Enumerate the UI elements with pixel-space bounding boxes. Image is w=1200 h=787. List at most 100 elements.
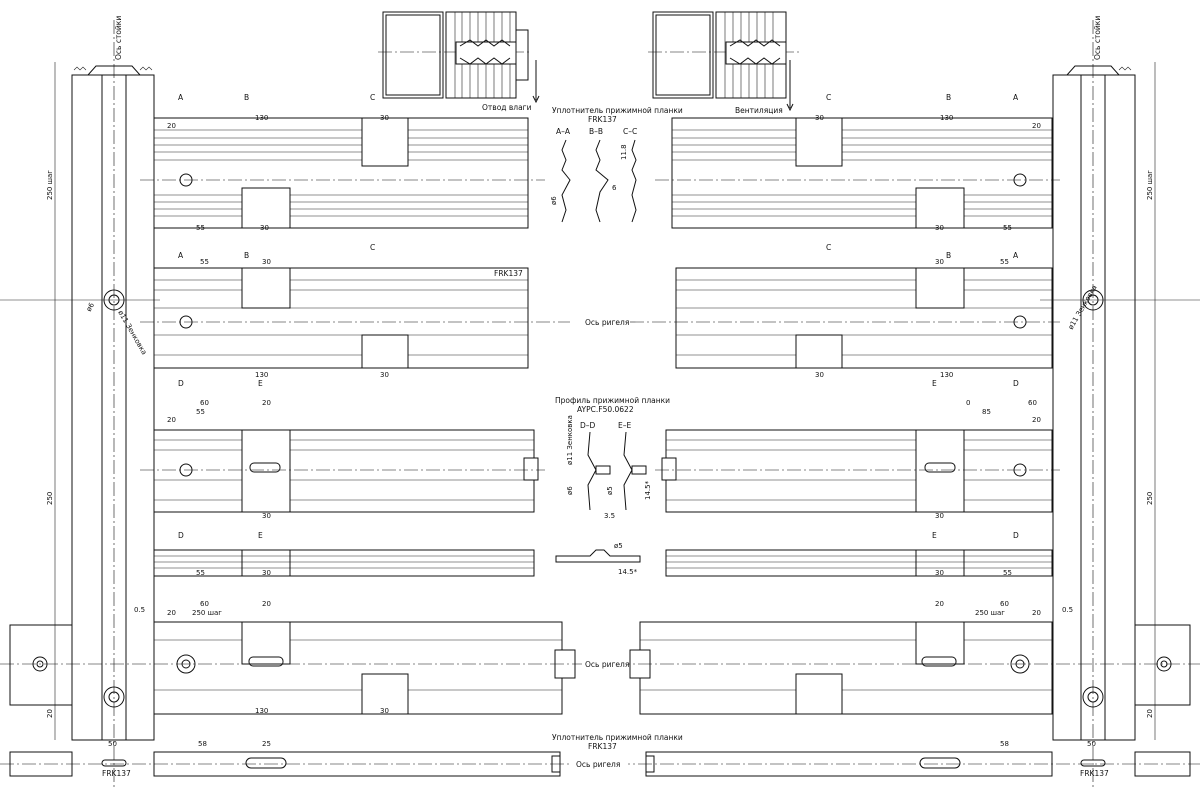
dim-dia5-ee: ø5 bbox=[606, 486, 614, 495]
dim-35: 3.5 bbox=[604, 512, 615, 520]
dim-130-r1l: 130 bbox=[255, 114, 268, 122]
bottom-rail-left: 50 58 25 FRK137 bbox=[9, 740, 561, 778]
dim-250-step-right: 250 шаг bbox=[1146, 170, 1154, 200]
dim-30-r5l: 30 bbox=[380, 707, 389, 715]
dim-30-r2r: 30 bbox=[935, 258, 944, 266]
top-left-section-detail: Отвод влаги bbox=[378, 11, 540, 112]
dim-30-r3r: 30 bbox=[935, 512, 944, 520]
dim-30-r2l: 30 bbox=[262, 258, 271, 266]
dim-20-r1l: 20 bbox=[167, 122, 176, 130]
sec-A-r1l: А bbox=[178, 93, 184, 102]
dim-20c-r5l: 20 bbox=[46, 709, 54, 718]
dim-130-r2r: 130 bbox=[940, 371, 953, 379]
clamp-profile-label: Профиль прижимной планки bbox=[555, 396, 670, 405]
dim-20-r5l: 20 bbox=[167, 609, 176, 617]
dim-05-r5r: 0.5 bbox=[1062, 606, 1073, 614]
top-right-section-detail: Вентиляция bbox=[648, 11, 800, 115]
rail-row-4-right: 30 55 bbox=[665, 549, 1053, 577]
rail-axis-label-r2: Ось ригеля bbox=[585, 318, 629, 327]
seal-code-bottom: FRK137 bbox=[588, 742, 617, 751]
sec-E-r3r: E bbox=[932, 379, 937, 388]
dim-145-ee: 14.5* bbox=[644, 480, 652, 500]
sec-E2-r3r: E bbox=[932, 531, 937, 540]
rail-row-1-left: 20 130 30 55 30 А В С С bbox=[140, 93, 545, 252]
left-mullion: Ось стойки 250 шаг 250 ø6 ø11 Зенковка bbox=[0, 16, 160, 787]
dim-130-r2l: 130 bbox=[255, 371, 268, 379]
dim-30-r4r: 30 bbox=[935, 569, 944, 577]
dim-250-left: 250 bbox=[46, 492, 54, 505]
sec-D-r3r: D bbox=[1013, 379, 1019, 388]
dim-20-r1r: 20 bbox=[1032, 122, 1041, 130]
seal-code-br: FRK137 bbox=[1080, 769, 1109, 778]
dim-30-r4l: 30 bbox=[262, 569, 271, 577]
rail-axis-label-r5: Ось ригеля bbox=[585, 660, 629, 669]
dim-55-r3l: 55 bbox=[196, 408, 205, 416]
rail-row-2-right: 30 55 30 130 В А bbox=[630, 251, 1060, 379]
sec-B-r2r: В bbox=[946, 251, 951, 260]
sec-B-r1l: В bbox=[244, 93, 249, 102]
dim-85-r3r: 85 bbox=[982, 408, 991, 416]
dim-30b-r1l: 30 bbox=[260, 224, 269, 232]
sec-DD: D–D bbox=[580, 421, 596, 430]
rail-row-3-right: 0 85 60 20 30 E D E D bbox=[655, 379, 1060, 540]
dim-60-r5l: 60 bbox=[200, 600, 209, 608]
sec-B-r2l: В bbox=[244, 251, 249, 260]
sec-C-r1r: С bbox=[826, 93, 831, 102]
dim-20c-r5r: 20 bbox=[1146, 709, 1154, 718]
dim-250-right: 250 bbox=[1146, 492, 1154, 505]
mullion-axis-label-left: Ось стойки bbox=[114, 16, 123, 60]
dim-6-cc: 6 bbox=[612, 184, 617, 192]
sec-A-r1r: А bbox=[1013, 93, 1019, 102]
dim-dia11-dd: ø11 Зенковка bbox=[566, 415, 574, 465]
dim-58-bl: 58 bbox=[198, 740, 207, 748]
sec-AA: А–А bbox=[556, 127, 571, 136]
seal-code-bl: FRK137 bbox=[102, 769, 131, 778]
dim-145-strip: 14.5* bbox=[618, 568, 638, 576]
dim-50-bl: 50 bbox=[108, 740, 117, 748]
dim-20b-r5l: 20 bbox=[262, 600, 271, 608]
dim-250-step-left: 250 шаг bbox=[46, 170, 54, 200]
dim-50-br: 50 bbox=[1087, 740, 1096, 748]
dim-130-r5l: 130 bbox=[255, 707, 268, 715]
dim-30-r1r: 30 bbox=[815, 114, 824, 122]
seal-code-top: FRK137 bbox=[588, 115, 617, 124]
sec-C2-r1l: С bbox=[370, 243, 375, 252]
sec-EE: E–E bbox=[618, 421, 631, 430]
dim-05-r5l: 0.5 bbox=[134, 606, 145, 614]
rail-row-1-right: 30 130 20 30 55 С В А С bbox=[655, 93, 1060, 252]
clamp-strip-section: ø5 14.5* bbox=[555, 542, 641, 576]
dim-60-r3l: 60 bbox=[200, 399, 209, 407]
seal-code-r2: FRK137 bbox=[494, 269, 523, 278]
dim-30-r3l: 30 bbox=[262, 512, 271, 520]
dim-58-br: 58 bbox=[1000, 740, 1009, 748]
sec-E2-r3l: E bbox=[258, 531, 263, 540]
sec-B-r1r: В bbox=[946, 93, 951, 102]
section-details-DD-EE: D–D E–E ø11 Зенковка ø6 ø5 14.5* 3.5 bbox=[566, 415, 652, 520]
dim-55-r1l: 55 bbox=[196, 224, 205, 232]
dim-dia6-dd: ø6 bbox=[566, 486, 574, 495]
dim-dia5-strip: ø5 bbox=[614, 542, 623, 550]
clamp-seal-label-top: Уплотнитель прижимной планки bbox=[552, 106, 683, 115]
dim-55-r2l: 55 bbox=[200, 258, 209, 266]
dim-30b-r2r: 30 bbox=[815, 371, 824, 379]
sec-A-r2l: А bbox=[178, 251, 184, 260]
ventilation-label: Вентиляция bbox=[735, 106, 783, 115]
dim-55-r4l: 55 bbox=[196, 569, 205, 577]
dim-0-r3r: 0 bbox=[966, 399, 970, 407]
dim-30-r1l: 30 bbox=[380, 114, 389, 122]
dim-20b-r5r: 20 bbox=[1032, 609, 1041, 617]
dim-dia11-left: ø11 Зенковка bbox=[116, 309, 148, 356]
sec-C2-r1r: С bbox=[826, 243, 831, 252]
sec-D2-r3r: D bbox=[1013, 531, 1019, 540]
dim-dia6-left: ø6 bbox=[85, 301, 97, 313]
transom-row-5-left: 0.5 20 60 250 шаг 20 130 30 20 bbox=[9, 600, 576, 718]
right-mullion: Ось стойки 250 шаг 250 ø11 Зенковка bbox=[1040, 16, 1200, 787]
transom-row-5-right: 20 250 шаг 60 20 0.5 20 bbox=[629, 600, 1191, 718]
sec-BB: В–В bbox=[589, 127, 603, 136]
dim-250step-r5l: 250 шаг bbox=[192, 609, 222, 617]
clamp-profile-code: AYPC.F50.0622 bbox=[577, 405, 634, 414]
dim-130-r1r: 130 bbox=[940, 114, 953, 122]
rail-row-4-left: 55 30 bbox=[153, 549, 535, 577]
mullion-axis-label-right: Ось стойки bbox=[1093, 16, 1102, 60]
